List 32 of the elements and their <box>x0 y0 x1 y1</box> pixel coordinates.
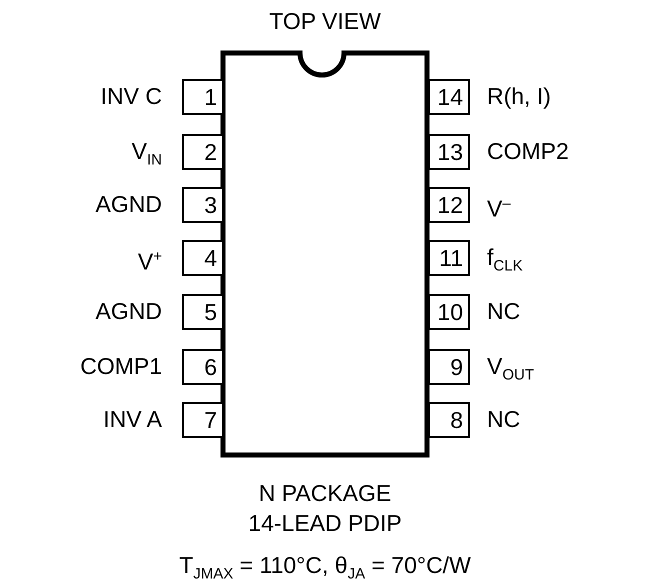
pin-name: V$^{–}$ <box>487 194 511 222</box>
pin-number-box: 9 <box>428 349 470 385</box>
pin-number-box: 4 <box>182 240 224 276</box>
pin-number-box: 1 <box>182 79 224 115</box>
pin-name: AGND <box>96 298 162 324</box>
pin-number-box: 8 <box>428 402 470 438</box>
pin-name: NC <box>487 298 520 324</box>
pin-name: V$_{IN}$ <box>132 138 162 171</box>
pin-name: f$_{CLK}$ <box>487 244 523 277</box>
pin-name: R(h, I) <box>487 83 551 109</box>
pin-number-box: 3 <box>182 187 224 223</box>
pin-name: AGND <box>96 191 162 217</box>
pin-number-box: 12 <box>428 187 470 223</box>
package-caption: N PACKAGE 14-LEAD PDIP <box>247 479 403 538</box>
pin-number-box: 10 <box>428 294 470 330</box>
pin-number-box: 2 <box>182 134 224 170</box>
pin-number-box: 13 <box>428 134 470 170</box>
pin-number-box: 6 <box>182 349 224 385</box>
pin-name: COMP2 <box>487 138 569 164</box>
pin-name: INV C <box>100 83 162 109</box>
pin-name: V$^{+}$ <box>138 247 162 275</box>
pin-number-box: 7 <box>182 402 224 438</box>
pin-number-box: 5 <box>182 294 224 330</box>
thermal-note: T$_{JMAX}$ = 110°C, θ$_{JA}$ = 70°C/W <box>178 552 472 585</box>
view-heading: TOP VIEW <box>268 8 382 34</box>
pin-name: NC <box>487 406 520 432</box>
pin-number-box: 14 <box>428 79 470 115</box>
pin-name: COMP1 <box>80 353 162 379</box>
pin-name: V$_{OUT}$ <box>487 353 534 386</box>
pin-number-box: 11 <box>428 240 470 276</box>
package-outline <box>220 50 430 458</box>
pin-name: INV A <box>103 406 162 432</box>
